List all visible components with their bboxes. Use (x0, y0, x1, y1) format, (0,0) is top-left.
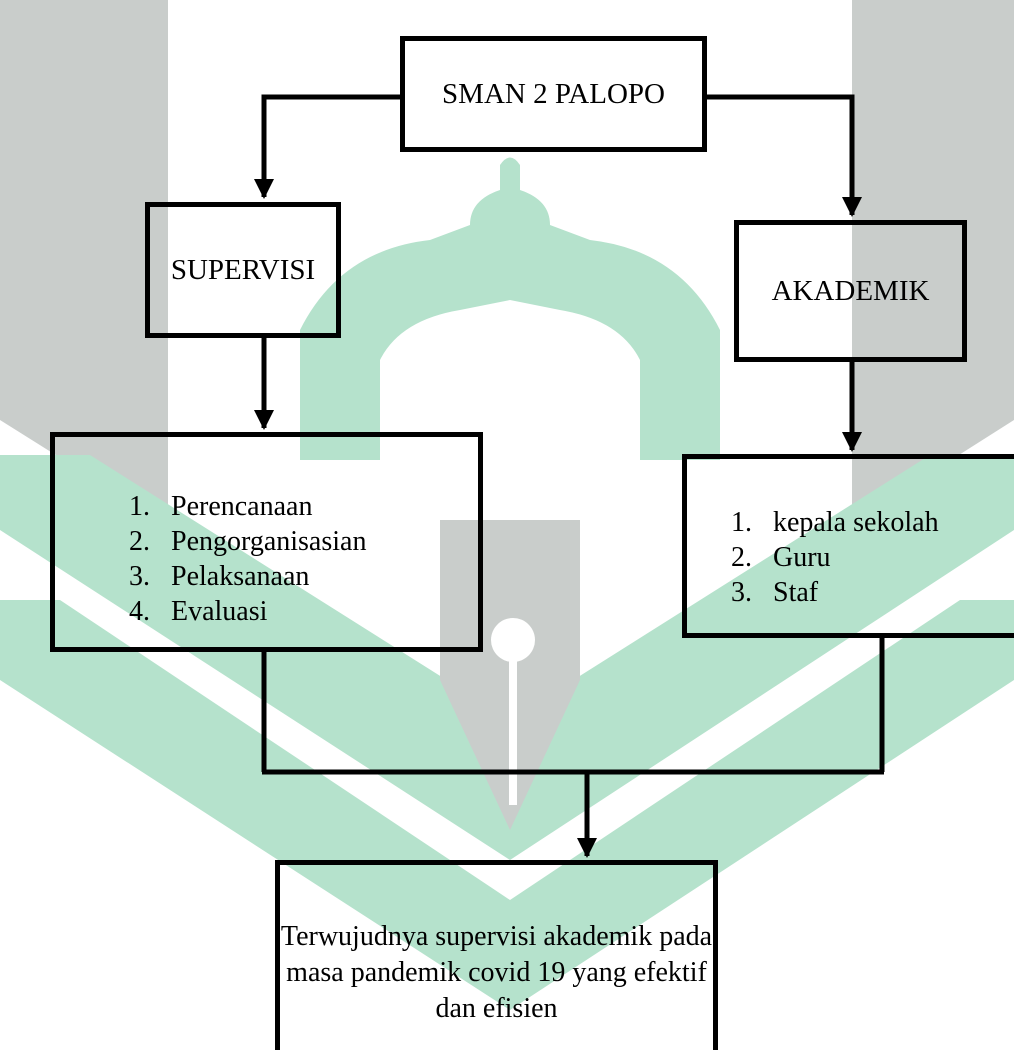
connector-top-to-supervisi (254, 94, 402, 199)
akademik-label: AKADEMIK (771, 274, 930, 307)
result-text: Terwujudnya supervisi akademik pada masa… (280, 919, 713, 1027)
result-line: masa pandemik covid 19 yang efektif (286, 957, 707, 988)
result-line: dan efisien (435, 993, 558, 1024)
sman-2-palopo-box: SMAN 2 PALOPO (400, 36, 707, 152)
academic-people-list: 1.kepala sekolah 2.Guru 3.Staf (731, 505, 939, 610)
watermark-nib-hole (491, 618, 535, 662)
list-item: 4.Evaluasi (129, 596, 268, 627)
watermark-grey-left (0, 0, 168, 420)
academic-people-box: 1.kepala sekolah 2.Guru 3.Staf (682, 454, 1014, 638)
connector-top-to-akademik (705, 94, 862, 217)
list-item: 1.Perencanaan (129, 491, 313, 522)
supervision-steps-list: 1.Perencanaan 2.Pengorganisasian 3.Pelak… (129, 489, 366, 629)
list-item: 3.Staf (731, 577, 819, 608)
watermark-nib-slit (509, 655, 517, 805)
supervisi-box: SUPERVISI (145, 202, 341, 338)
watermark-grey-right (852, 0, 1014, 420)
supervision-steps-box: 1.Perencanaan 2.Pengorganisasian 3.Pelak… (50, 432, 483, 652)
watermark-green-dome (300, 157, 720, 460)
list-item: 1.kepala sekolah (731, 507, 939, 538)
list-item: 2.Guru (731, 542, 831, 573)
result-box: Terwujudnya supervisi akademik pada masa… (275, 860, 718, 1050)
watermark-green-chevron-mid (0, 600, 1014, 1010)
result-line: Terwujudnya supervisi akademik pada (280, 921, 713, 952)
supervisi-label: SUPERVISI (170, 253, 316, 286)
sman-2-palopo-label: SMAN 2 PALOPO (442, 77, 665, 110)
list-item: 2.Pengorganisasian (129, 526, 367, 557)
list-item: 3.Pelaksanaan (129, 561, 310, 592)
akademik-box: AKADEMIK (734, 220, 967, 362)
